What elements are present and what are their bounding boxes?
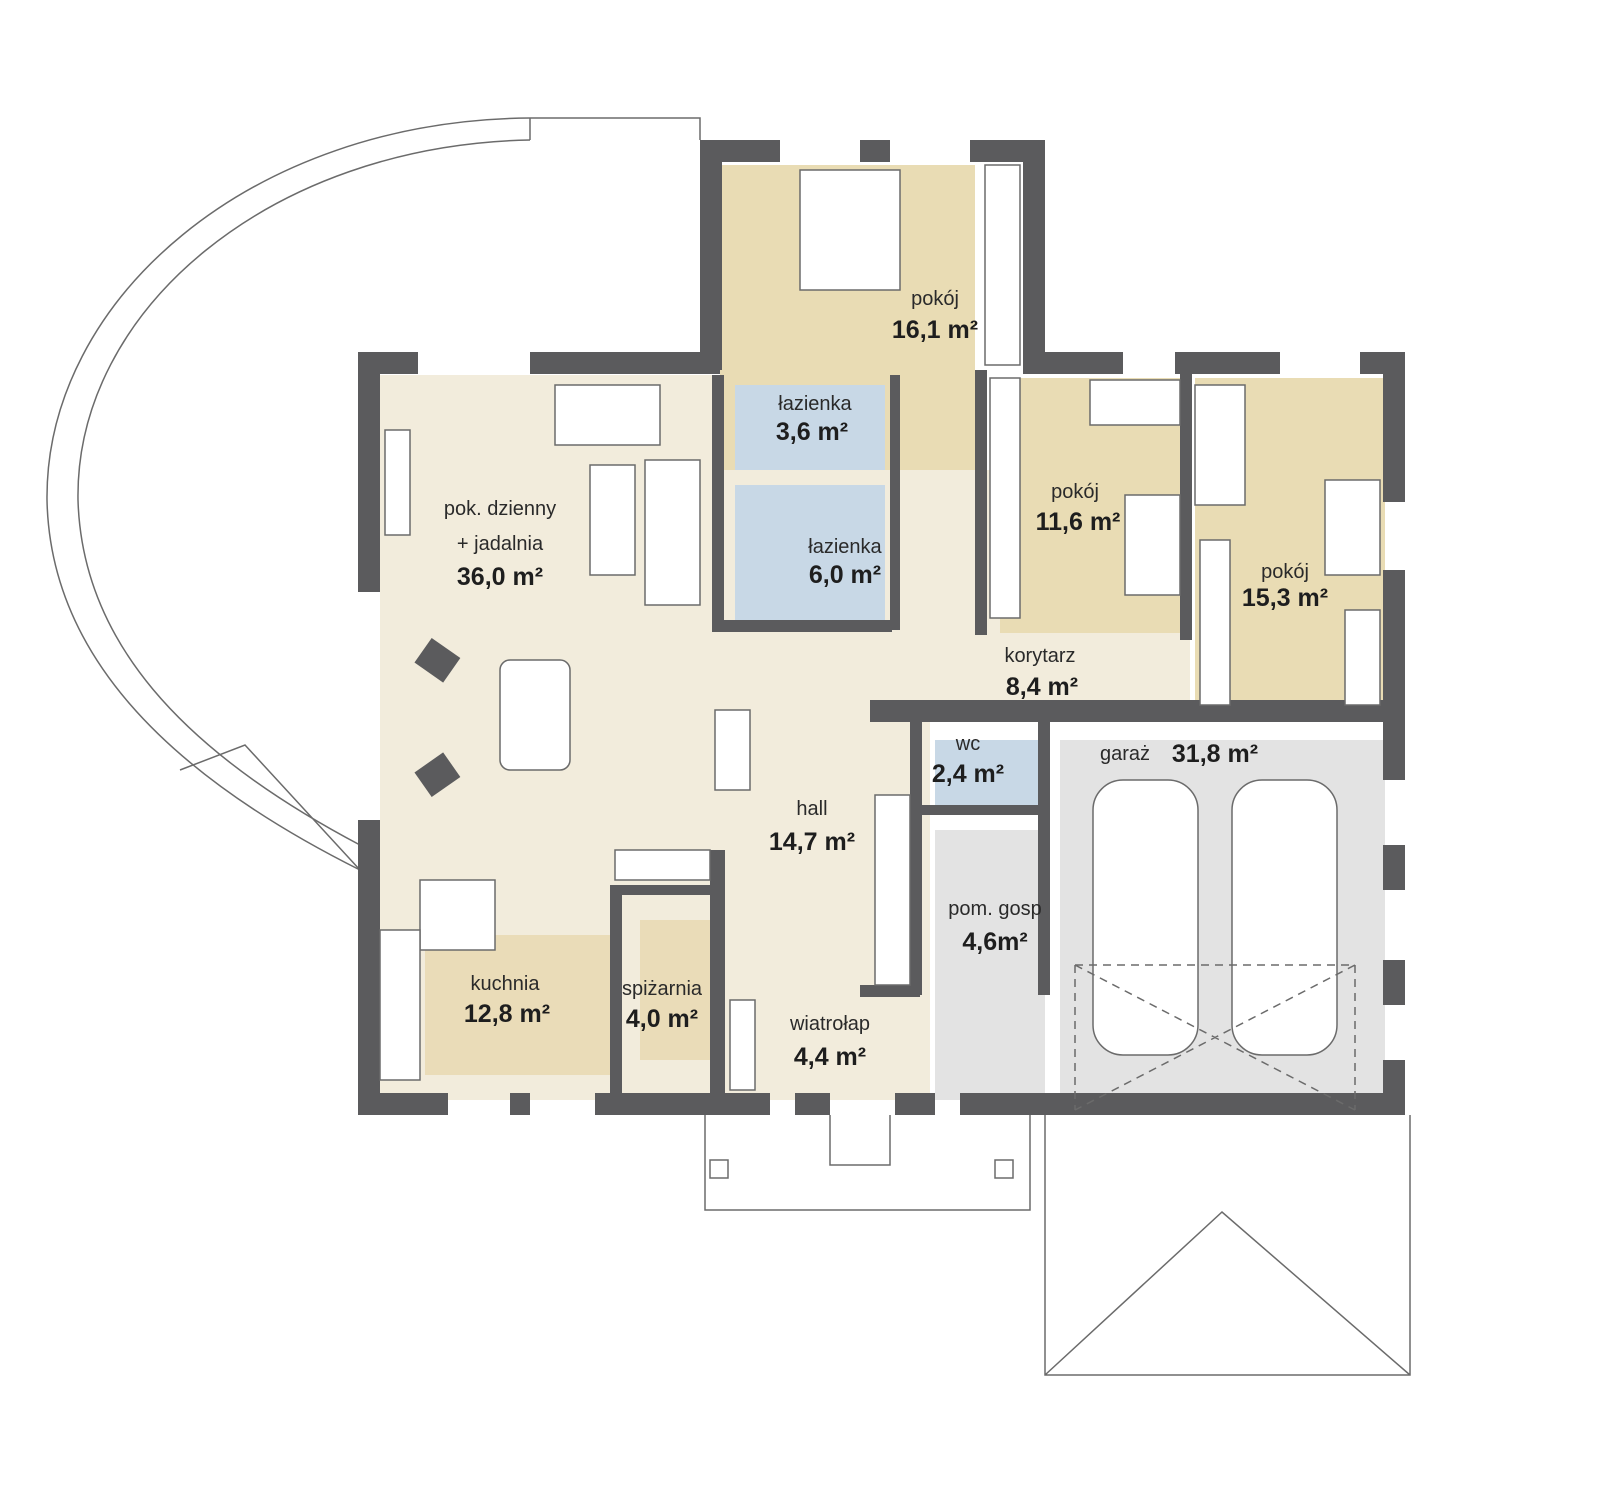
room-area-bedroom-1: 16,1 m² <box>892 316 978 344</box>
room-area-wc: 2,4 m² <box>932 760 1004 788</box>
floor-wc <box>935 740 1045 805</box>
room-label-pantry: spiżarnia <box>622 978 703 1000</box>
room-label-vestibule: wiatrołap <box>789 1013 870 1035</box>
room-label-bedroom-1: pokój <box>911 288 959 310</box>
floor-bathroom-1 <box>735 385 885 470</box>
room-label-wc: wc <box>955 733 980 755</box>
floor-utility <box>935 830 1045 1100</box>
room-area-hall: 14,7 m² <box>769 828 855 856</box>
room-label-bedroom-2: pokój <box>1051 481 1099 503</box>
room-label-bathroom-2: łazienka <box>808 536 882 558</box>
room-label-bedroom-3: pokój <box>1261 561 1309 583</box>
room-label-living: pok. dzienny <box>444 498 556 520</box>
room-area-kitchen: 12,8 m² <box>464 1000 550 1028</box>
room-label-living-2: + jadalnia <box>457 533 544 555</box>
room-labels: pokój 16,1 m² łazienka 3,6 m² łazienka 6… <box>444 288 1328 1071</box>
floor-kitchen <box>425 935 620 1075</box>
room-area-bathroom-1: 3,6 m² <box>776 418 848 446</box>
room-area-bedroom-3: 15,3 m² <box>1242 584 1328 612</box>
room-label-utility: pom. gosp <box>948 898 1041 920</box>
room-label-kitchen: kuchnia <box>471 973 541 995</box>
floor-bathroom-2 <box>735 485 885 630</box>
room-area-bathroom-2: 6,0 m² <box>809 561 881 589</box>
car-right <box>1231 779 1338 1056</box>
room-area-bedroom-2: 11,6 m² <box>1036 508 1121 536</box>
furniture <box>379 164 1411 1376</box>
room-area-living: 36,0 m² <box>457 563 543 591</box>
room-area-corridor: 8,4 m² <box>1006 673 1078 701</box>
bed-double <box>799 169 901 291</box>
room-area-garage: 31,8 m² <box>1172 740 1258 768</box>
dining-table <box>499 659 571 771</box>
terrace <box>46 117 701 871</box>
floor-pantry <box>640 920 710 1060</box>
room-area-pantry: 4,0 m² <box>626 1005 698 1033</box>
room-area-utility: 4,6m² <box>962 928 1027 956</box>
room-area-vestibule: 4,4 m² <box>794 1043 866 1071</box>
room-label-corridor: korytarz <box>1004 645 1075 667</box>
room-label-garage: garaż <box>1100 743 1150 765</box>
walls <box>358 140 1405 1115</box>
floors <box>380 165 1385 1105</box>
room-label-bathroom-1: łazienka <box>778 393 852 415</box>
car-left <box>1092 779 1199 1056</box>
room-label-hall: hall <box>796 798 827 820</box>
